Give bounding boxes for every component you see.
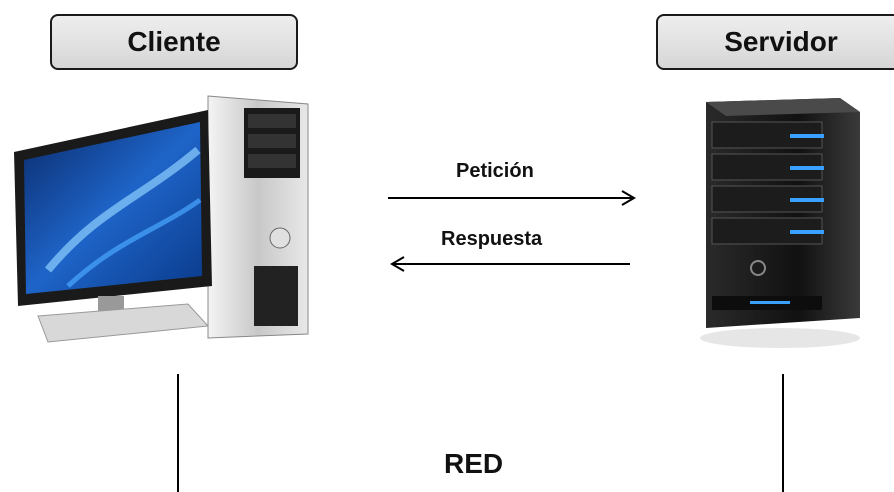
client-label-box: Cliente xyxy=(50,14,298,70)
request-arrow xyxy=(388,190,636,206)
server-label-box: Servidor xyxy=(656,14,894,70)
server-network-line xyxy=(782,374,784,492)
request-label: Petición xyxy=(456,160,534,182)
response-label: Respuesta xyxy=(441,228,543,250)
network-label: RED xyxy=(444,448,504,479)
client-label: Cliente xyxy=(127,26,221,57)
server-label: Servidor xyxy=(724,26,838,57)
response-arrow xyxy=(390,256,630,272)
server-tower-icon xyxy=(700,98,860,348)
desktop-computer-icon xyxy=(14,95,309,343)
client-network-line xyxy=(177,374,179,492)
